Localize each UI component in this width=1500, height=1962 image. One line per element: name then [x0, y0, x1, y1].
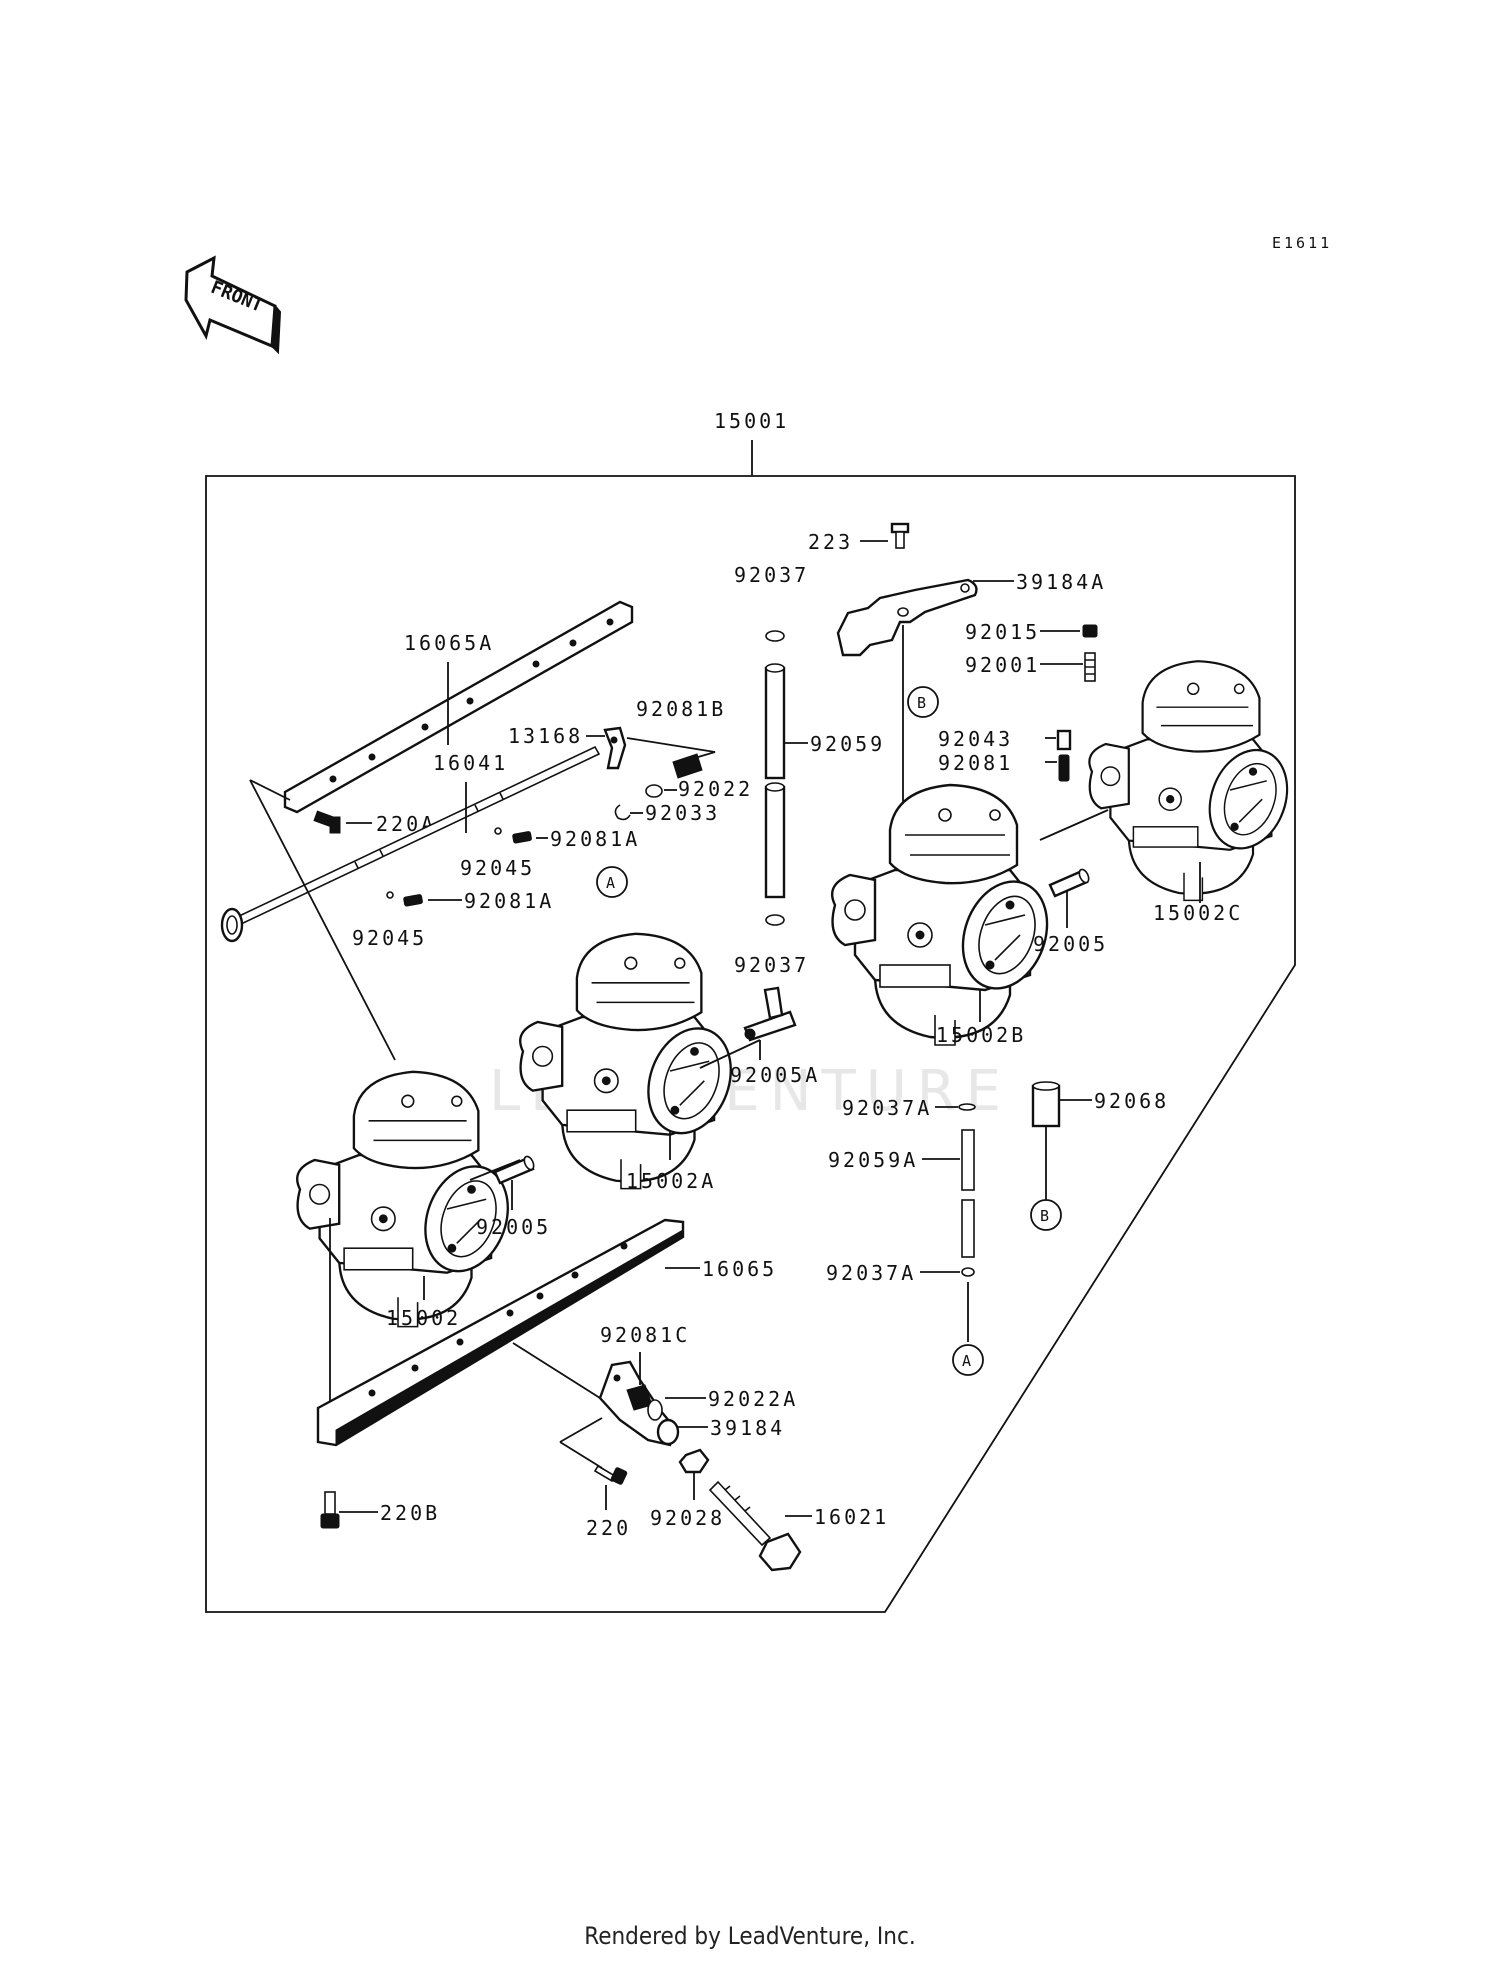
tube-92059A	[961, 1129, 975, 1258]
label-92005A: 92005A	[730, 1063, 820, 1087]
ref-circle-A-top: A	[596, 866, 628, 898]
washer-92022A	[647, 1399, 663, 1421]
screw-92001	[1084, 652, 1096, 682]
label-92037-top: 92037	[734, 563, 809, 587]
label-39184: 39184	[710, 1416, 785, 1440]
washer-92022	[645, 784, 663, 798]
spring-92081A-1	[511, 830, 533, 844]
screw-220B	[320, 1491, 340, 1529]
part-92045-1	[494, 827, 502, 835]
tube-92059	[764, 663, 786, 899]
label-16065A: 16065A	[404, 631, 494, 655]
label-92059A: 92059A	[828, 1148, 918, 1172]
label-220: 220	[586, 1516, 631, 1540]
svg-text:A: A	[606, 874, 618, 892]
label-92081C: 92081C	[600, 1323, 690, 1347]
svg-text:B: B	[917, 694, 929, 712]
label-92005-right: 92005	[1033, 932, 1108, 956]
front-arrow-icon: FRONT	[184, 255, 282, 355]
nut-92015	[1082, 624, 1098, 638]
svg-text:A: A	[962, 1352, 974, 1370]
carburetor-15002A	[519, 932, 747, 1190]
label-15002: 15002	[386, 1306, 461, 1330]
label-92059: 92059	[810, 732, 885, 756]
carburetor-15002B	[830, 783, 1063, 1047]
label-92022: 92022	[678, 777, 753, 801]
label-92045-2: 92045	[352, 926, 427, 950]
spring-92081	[1058, 754, 1070, 782]
label-16041: 16041	[433, 751, 508, 775]
label-92081A-1: 92081A	[550, 827, 640, 851]
label-92037-mid: 92037	[734, 953, 809, 977]
collar-92068	[1031, 1081, 1061, 1128]
tee-92005A	[743, 986, 797, 1042]
diagram-code: E1611	[1272, 234, 1332, 252]
label-92001: 92001	[965, 653, 1040, 677]
pipe-92005-left	[493, 1155, 535, 1185]
cap-92043	[1056, 729, 1072, 751]
part-92045-2	[386, 891, 394, 899]
screw-223	[890, 522, 910, 549]
label-13168: 13168	[508, 724, 583, 748]
label-92005-left: 92005	[476, 1215, 551, 1239]
label-15002A: 15002A	[626, 1169, 716, 1193]
clip-92037-mid	[765, 914, 785, 926]
clip-92037A-2	[961, 1267, 975, 1277]
rail-16065A	[283, 600, 634, 814]
ref-circle-B-top: B	[907, 686, 939, 718]
ref-circle-A-bottom: A	[952, 1344, 984, 1376]
label-92081: 92081	[938, 751, 1013, 775]
bracket-39184A	[836, 578, 978, 657]
screw-220A	[313, 810, 341, 834]
lever-13168	[603, 726, 627, 770]
screw-16021	[708, 1480, 802, 1572]
assembly-frame	[205, 475, 1296, 1613]
ref-circle-B-bottom: B	[1030, 1199, 1062, 1231]
label-15002C: 15002C	[1153, 901, 1243, 925]
label-92015: 92015	[965, 620, 1040, 644]
label-92022A: 92022A	[708, 1387, 798, 1411]
label-15002B: 15002B	[936, 1023, 1026, 1047]
shaft-16041	[220, 745, 601, 943]
carburetor-15002C	[1088, 660, 1302, 902]
footer-credit: Rendered by LeadVenture, Inc.	[584, 1922, 916, 1950]
label-220B: 220B	[380, 1501, 440, 1525]
clip-92033	[614, 804, 631, 821]
label-223: 223	[808, 530, 853, 554]
nut-92028	[678, 1448, 710, 1474]
label-92081A-2: 92081A	[464, 889, 554, 913]
label-92043: 92043	[938, 727, 1013, 751]
clip-92037-top	[765, 630, 785, 642]
label-92037A-2: 92037A	[826, 1261, 916, 1285]
label-92068: 92068	[1094, 1089, 1169, 1113]
svg-text:B: B	[1040, 1207, 1052, 1225]
pipe-92005-right	[1048, 868, 1090, 898]
label-92037A-1: 92037A	[842, 1096, 932, 1120]
spring-92081A-2	[402, 893, 424, 907]
label-39184A: 39184A	[1016, 570, 1106, 594]
screw-220	[593, 1464, 628, 1485]
clip-92037A-1	[958, 1103, 976, 1111]
spring-92081B	[672, 753, 703, 779]
label-assembly: 15001	[714, 409, 789, 433]
label-92045-1: 92045	[460, 856, 535, 880]
label-16021: 16021	[814, 1505, 889, 1529]
label-92033: 92033	[645, 801, 720, 825]
rail-16065	[316, 1218, 685, 1447]
label-16065: 16065	[702, 1257, 777, 1281]
label-92081B: 92081B	[636, 697, 726, 721]
label-92028: 92028	[650, 1506, 725, 1530]
